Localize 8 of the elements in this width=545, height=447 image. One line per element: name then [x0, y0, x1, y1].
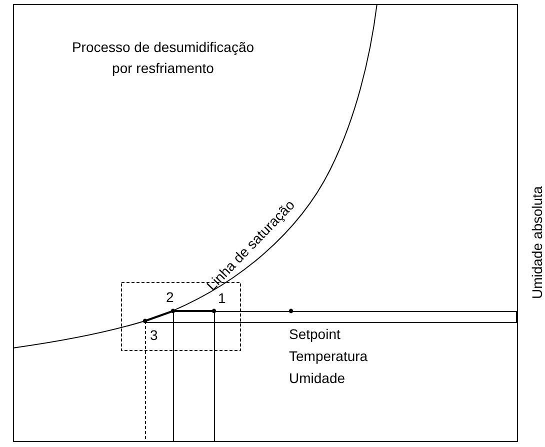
setpoint-label: Temperatura	[289, 349, 368, 363]
axis-title: Umidade absoluta	[530, 186, 544, 299]
point-number: 2	[166, 290, 174, 304]
point-number: 1	[218, 291, 226, 305]
setpoint-label: Setpoint	[289, 327, 340, 341]
chart-title: Processo de desumidificação por resfriamento	[70, 38, 256, 78]
setpoint-label: Umidade	[289, 371, 346, 385]
point-number: 3	[150, 328, 158, 342]
